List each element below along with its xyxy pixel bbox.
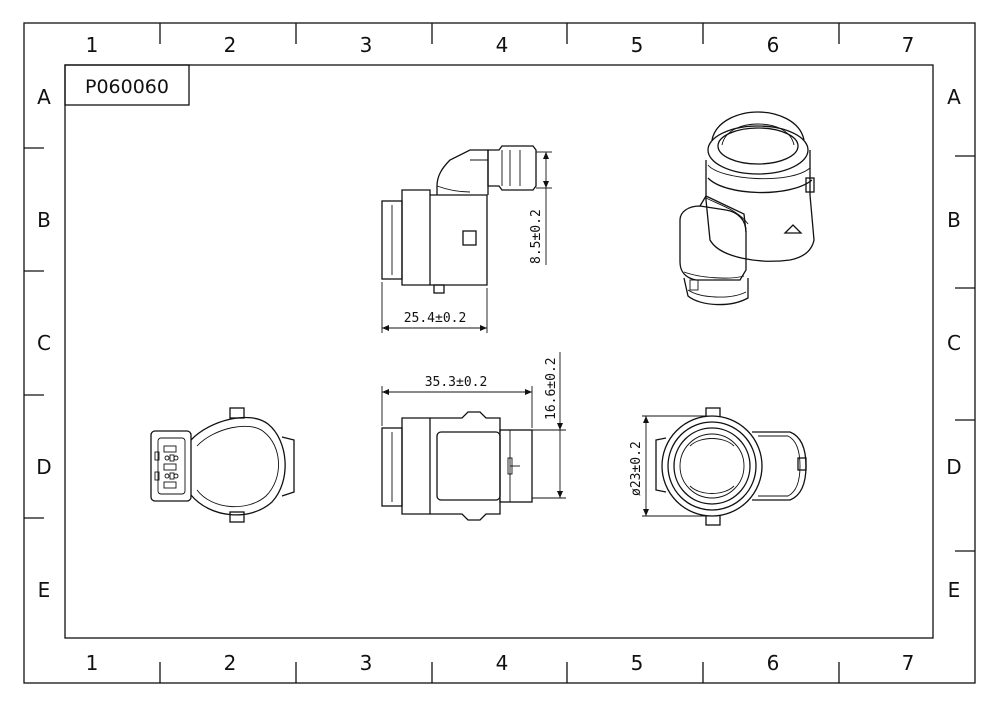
outer-frame: [23, 22, 976, 684]
col-label: 4: [496, 33, 509, 57]
dimension-top-length: 35.3±0.2: [425, 375, 488, 390]
row-label: D: [946, 455, 961, 479]
row-label: E: [38, 578, 51, 602]
col-label: 1: [86, 651, 99, 675]
top-column-labels: 1 2 3 4 5 6 7: [86, 33, 915, 57]
col-label: 7: [902, 33, 915, 57]
side-view: 8.5±0.2 25.4±0.2: [381, 145, 552, 333]
bottom-column-labels: 1 2 3 4 5 6 7: [86, 651, 915, 675]
row-label: B: [37, 208, 51, 232]
col-label: 3: [360, 651, 373, 675]
col-label: 1: [86, 33, 99, 57]
row-label: C: [37, 331, 51, 355]
row-label: B: [947, 208, 961, 232]
isometric-view: [679, 111, 815, 306]
row-label: E: [948, 578, 961, 602]
right-row-ticks: [955, 155, 975, 552]
col-label: 4: [496, 651, 509, 675]
row-label: A: [947, 85, 961, 109]
top-view: 35.3±0.2 16.6±0.2: [381, 352, 566, 521]
col-label: 5: [631, 651, 644, 675]
connector-end-view: [150, 407, 295, 523]
left-row-ticks: [24, 147, 44, 519]
inner-frame: [64, 64, 934, 639]
col-label: 3: [360, 33, 373, 57]
dimension-bezel-diameter: ø23±0.2: [629, 441, 644, 496]
dimension-side-height: 8.5±0.2: [529, 209, 544, 264]
right-row-labels: A B C D E: [946, 85, 961, 602]
front-view: ø23±0.2: [629, 407, 807, 526]
part-number: P060060: [85, 76, 169, 98]
row-label: D: [36, 455, 51, 479]
col-label: 6: [767, 651, 780, 675]
col-label: 6: [767, 33, 780, 57]
col-label: 5: [631, 33, 644, 57]
row-label: A: [37, 85, 51, 109]
col-label: 7: [902, 651, 915, 675]
left-row-labels: A B C D E: [36, 85, 51, 602]
row-label: C: [947, 331, 961, 355]
bottom-column-ticks: [159, 662, 840, 683]
title-block: P060060: [64, 64, 190, 106]
col-label: 2: [224, 651, 237, 675]
dimension-side-width: 25.4±0.2: [404, 311, 467, 326]
top-column-ticks: [159, 23, 840, 44]
dimension-top-height: 16.6±0.2: [544, 357, 559, 420]
col-label: 2: [224, 33, 237, 57]
